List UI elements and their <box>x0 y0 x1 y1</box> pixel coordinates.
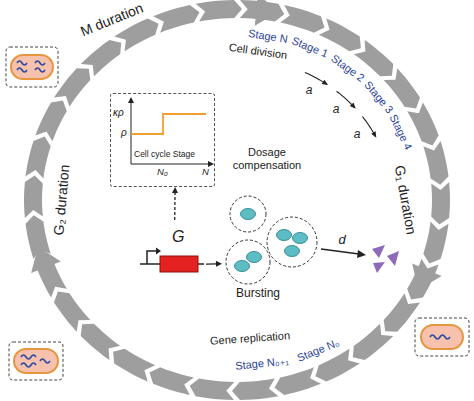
protein <box>293 233 308 244</box>
axis-tick-label: ρ <box>121 127 127 139</box>
stage-label: Stage 4 <box>387 112 414 151</box>
ring-segment <box>113 349 155 382</box>
gene-name: G <box>172 228 184 246</box>
bursting-group: Bursting <box>222 192 318 304</box>
phase-label: M duration <box>78 0 145 39</box>
ring-segment <box>26 137 51 179</box>
ring-segment <box>190 379 235 401</box>
plot-axes <box>131 102 209 164</box>
arrow-head <box>350 103 356 109</box>
ring-segment <box>196 0 242 22</box>
cell-cycle-ring <box>24 0 450 400</box>
cell-body <box>421 325 463 349</box>
ring-segment <box>423 222 448 264</box>
degradation-arrow <box>321 249 359 254</box>
dividing-cell <box>6 47 58 87</box>
chromosome <box>17 61 27 72</box>
process-label: Gene replication <box>210 329 291 347</box>
arrow-head <box>172 187 178 193</box>
rate-label: a <box>306 84 313 97</box>
arrow-head <box>371 131 376 138</box>
stage-label: Stage N₀ <box>295 336 341 364</box>
chromosome <box>21 355 36 367</box>
protein <box>241 209 256 220</box>
arrow-head <box>156 248 161 255</box>
phase-arrowhead <box>31 247 61 273</box>
ring-segment <box>353 324 394 360</box>
ring-segment <box>150 367 194 395</box>
stage-label: Stage N <box>247 27 288 45</box>
ring-segment <box>35 101 66 142</box>
ring-segment <box>54 68 90 107</box>
ring-segment <box>54 291 90 331</box>
phase-arrowhead <box>412 263 441 290</box>
ring-segment <box>280 5 324 33</box>
arrow-head <box>322 80 328 85</box>
dosage-step-line <box>131 114 206 134</box>
chromosome <box>430 335 450 339</box>
protein-fragment <box>372 245 385 258</box>
process-label: Bursting <box>222 287 294 301</box>
protein <box>277 230 292 241</box>
protein <box>247 252 262 263</box>
cell-frame <box>9 342 63 380</box>
cell-frame <box>415 318 469 356</box>
flow-arrow <box>206 261 222 267</box>
ring-segment <box>232 379 278 401</box>
arrow-head <box>208 161 214 167</box>
cell-frame <box>6 47 58 87</box>
ring-segment <box>423 141 448 185</box>
stage-label: Stage N₀₊₁ <box>235 354 290 372</box>
connector-line <box>174 192 176 220</box>
burst-circle <box>230 196 266 232</box>
dosage-inset-box: Dosage compensationκρρCell cycle StageN₀… <box>110 93 215 187</box>
ring-segment <box>24 175 43 218</box>
axis-tick-label: κρ <box>113 107 124 119</box>
ring-segment <box>431 182 450 225</box>
newborn-cell <box>415 318 469 356</box>
replicated-cell <box>9 342 63 380</box>
ring-segment <box>81 324 121 360</box>
burst-circle <box>226 240 270 284</box>
phase-label: G₁ duration <box>391 164 418 236</box>
rate-label: a <box>333 103 340 116</box>
protein <box>285 246 300 257</box>
protein <box>235 261 250 272</box>
rate-label: a <box>354 128 361 141</box>
phase-arrowhead <box>255 0 278 26</box>
connector-line <box>206 263 217 265</box>
chromosome <box>35 61 45 72</box>
ring-segment <box>407 102 438 145</box>
stage-label: Stage 1 <box>290 34 330 59</box>
ring-segment <box>153 5 199 33</box>
rate-label: d <box>338 233 345 247</box>
protein-fragment <box>373 262 385 273</box>
chromosome <box>40 359 50 363</box>
gene-node: G <box>138 220 206 278</box>
inset-heading: Dosage compensation <box>221 146 313 171</box>
flow-arrow <box>172 187 178 220</box>
protein-fragment <box>387 251 399 266</box>
gene-box <box>160 256 198 272</box>
degradation <box>321 245 399 273</box>
cell-body <box>11 55 53 79</box>
ring-segment <box>275 367 321 395</box>
axis-tick-label: N <box>202 167 209 178</box>
arrow-head <box>357 250 366 258</box>
stage-label: Stage 2 <box>329 52 367 84</box>
phase-label: G₂ duration <box>51 164 73 236</box>
axis-tick-label: N₀ <box>157 167 168 178</box>
stage-label: Stage 3 <box>362 79 396 116</box>
burst-circle <box>267 217 317 267</box>
promoter-arrow <box>147 251 156 264</box>
arrow-head <box>216 261 222 267</box>
axis-title: Cell cycle Stage <box>134 150 195 160</box>
arrow-head <box>128 97 134 103</box>
ring-segment <box>81 40 122 76</box>
cell-body <box>14 349 58 373</box>
